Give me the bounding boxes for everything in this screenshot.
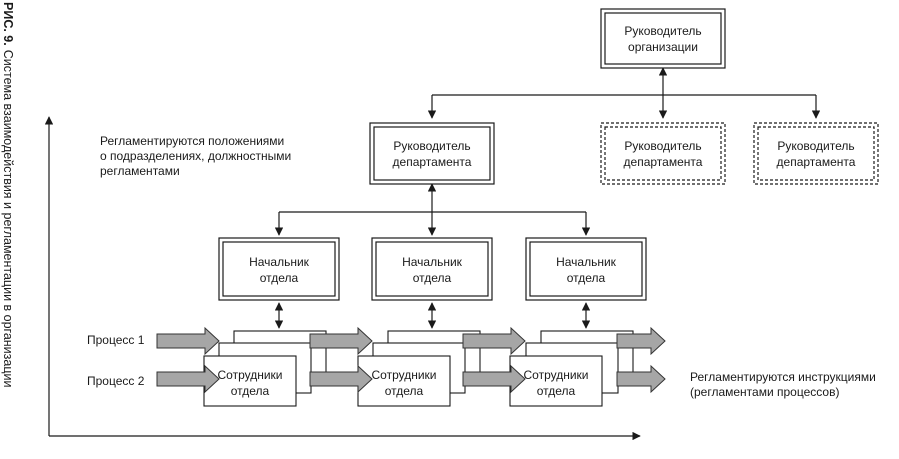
staff-2-line2: отдела <box>385 384 424 398</box>
section-head-node-3: Начальник отдела <box>525 237 647 301</box>
caption-text: Система взаимодействия и регламентации в… <box>1 50 15 388</box>
upper-note-line3: регламентами <box>100 164 180 178</box>
upper-note-line2: о подразделениях, должностными <box>100 149 291 163</box>
staff-group-3: Сотрудники отдела <box>509 330 634 407</box>
staff-group-1: Сотрудники отдела <box>203 330 327 407</box>
section-head-3-line1: Начальник <box>556 255 617 269</box>
process-1-arrow-2 <box>309 326 373 356</box>
process-2-arrow-1 <box>156 364 220 394</box>
staff-3-line1: Сотрудники <box>524 368 589 382</box>
lower-note-line1: Регламентируются инструкциями <box>690 370 876 384</box>
staff-3-line2: отдела <box>537 384 576 398</box>
staff-2-line1: Сотрудники <box>372 368 437 382</box>
figure-caption: РИС. 9. Система взаимодействия и регламен… <box>1 2 15 387</box>
process-1-arrow-3 <box>462 326 526 356</box>
svg-text:РИС. 9.Система взаимодействия: РИС. 9. Система взаимодействия и регламен… <box>1 2 15 387</box>
org-head-line1: Руководитель <box>624 24 701 38</box>
dept-head-main-line1: Руководитель <box>393 139 470 153</box>
dept-head-dashed-2-line1: Руководитель <box>777 139 854 153</box>
section-head-3-line2: отдела <box>567 271 606 285</box>
staff-1-line2: отдела <box>231 384 270 398</box>
section-head-1-line2: отдела <box>260 271 299 285</box>
dept-head-main-line2: департамента <box>393 155 472 169</box>
process-arrows <box>156 326 666 394</box>
org-head-node: Руководитель организации <box>600 8 726 69</box>
process-2-arrow-3 <box>462 364 526 394</box>
middle-connectors <box>274 183 591 236</box>
section-head-2-line2: отдела <box>413 271 452 285</box>
process-2-arrow-4 <box>616 364 666 394</box>
section-head-node-1: Начальник отдела <box>218 237 340 301</box>
dept-head-node-main: Руководитель департамента <box>369 122 495 185</box>
lower-note-line2: (регламентами процессов) <box>690 385 839 399</box>
staff-1-line1: Сотрудники <box>218 368 283 382</box>
process-2-arrow-2 <box>309 364 373 394</box>
org-head-line2: организации <box>628 40 698 54</box>
process-1-arrow-1 <box>156 326 220 356</box>
caption-prefix: РИС. 9. <box>1 2 15 46</box>
section-head-2-line1: Начальник <box>402 255 463 269</box>
process-1-label: Процесс 1 <box>87 333 145 347</box>
process-2-label: Процесс 2 <box>87 374 145 388</box>
staff-group-2: Сотрудники отдела <box>357 330 481 407</box>
section-head-node-2: Начальник отдела <box>371 237 493 301</box>
process-1-arrow-4 <box>616 326 666 356</box>
dept-head-node-dashed-2: Руководитель департамента <box>753 122 879 185</box>
dept-head-dashed-1-line1: Руководитель <box>624 139 701 153</box>
lower-connectors <box>274 302 591 329</box>
dept-head-dashed-2-line2: департамента <box>777 155 856 169</box>
dept-head-dashed-1-line2: департамента <box>624 155 703 169</box>
upper-note-line1: Регламентируются положениями <box>100 134 284 148</box>
dept-head-node-dashed-1: Руководитель департамента <box>600 122 726 185</box>
top-connectors <box>427 67 821 119</box>
lower-note: Регламентируются инструкциями (регламент… <box>690 370 876 399</box>
upper-note: Регламентируются положениями о подраздел… <box>100 134 291 178</box>
section-head-1-line1: Начальник <box>249 255 310 269</box>
